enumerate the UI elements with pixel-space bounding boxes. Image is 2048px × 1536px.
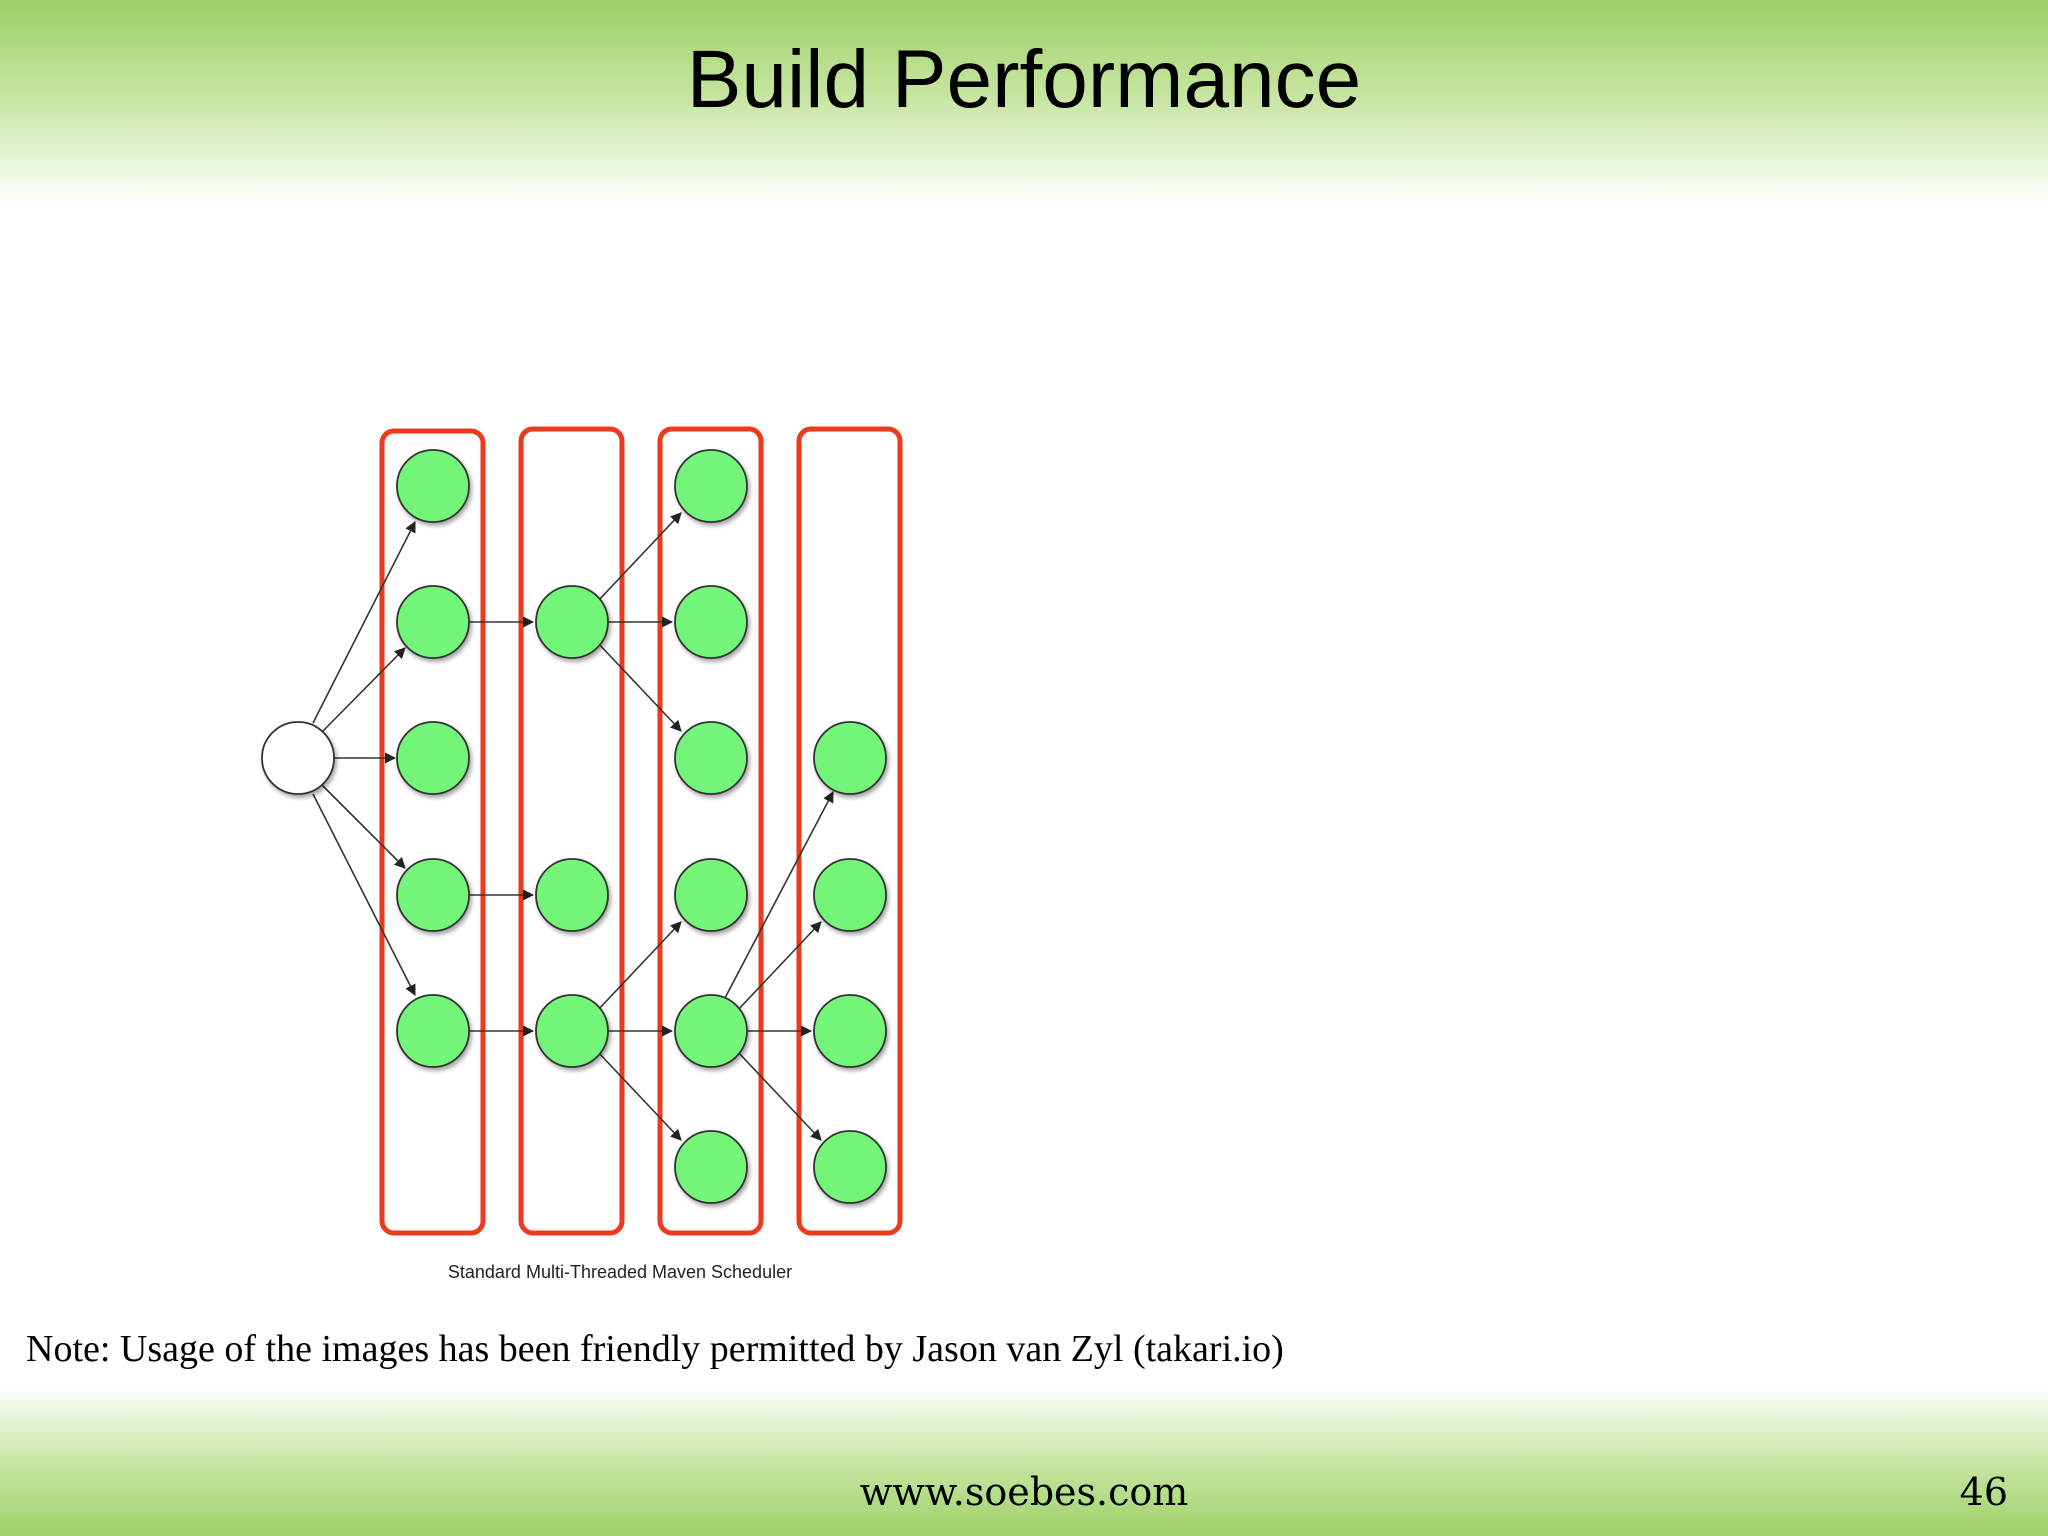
thread-columns bbox=[379, 426, 903, 1236]
edge bbox=[596, 921, 682, 1012]
diagram-caption: Standard Multi-Threaded Maven Scheduler bbox=[447, 1262, 793, 1282]
module-node bbox=[674, 858, 748, 932]
edge bbox=[724, 791, 834, 999]
module-node bbox=[813, 721, 887, 795]
thread-box-1 bbox=[379, 428, 486, 1236]
page-number: 46 bbox=[1959, 1470, 2008, 1514]
module-node bbox=[396, 585, 470, 659]
edge bbox=[596, 641, 682, 732]
image-credit-note: Note: Usage of the images has been frien… bbox=[26, 1328, 1284, 1370]
module-node bbox=[535, 585, 609, 659]
dependency-edges bbox=[312, 512, 834, 1141]
module-node bbox=[674, 585, 748, 659]
module-node bbox=[535, 858, 609, 932]
scheduler-diagram bbox=[261, 426, 903, 1236]
module-node bbox=[813, 858, 887, 932]
module-node bbox=[813, 1130, 887, 1204]
slide-title: Build Performance bbox=[686, 34, 1362, 125]
thread-box-2 bbox=[518, 426, 625, 1236]
module-node bbox=[396, 994, 470, 1068]
column-3-nodes bbox=[674, 449, 748, 1204]
module-node bbox=[396, 449, 470, 523]
header-band bbox=[0, 0, 2048, 205]
module-node bbox=[674, 1130, 748, 1204]
edge bbox=[736, 1050, 822, 1141]
edge bbox=[312, 793, 416, 996]
thread-box-4 bbox=[796, 426, 903, 1236]
module-node bbox=[535, 994, 609, 1068]
footer-band bbox=[0, 1385, 2048, 1536]
module-node bbox=[674, 721, 748, 795]
module-node bbox=[674, 994, 748, 1068]
edge bbox=[320, 647, 406, 734]
website-footer: www.soebes.com bbox=[859, 1470, 1189, 1514]
edge bbox=[312, 521, 416, 724]
module-node bbox=[396, 858, 470, 932]
edge bbox=[736, 921, 822, 1012]
column-4-nodes bbox=[813, 721, 887, 1204]
module-node bbox=[813, 994, 887, 1068]
module-node bbox=[396, 721, 470, 795]
edge bbox=[596, 512, 682, 603]
module-node bbox=[674, 449, 748, 523]
thread-box-3 bbox=[657, 426, 764, 1236]
edge bbox=[320, 783, 406, 869]
edge bbox=[596, 1050, 682, 1141]
root-node bbox=[261, 721, 335, 795]
column-2-nodes bbox=[535, 585, 609, 1068]
column-1-nodes bbox=[396, 449, 470, 1068]
